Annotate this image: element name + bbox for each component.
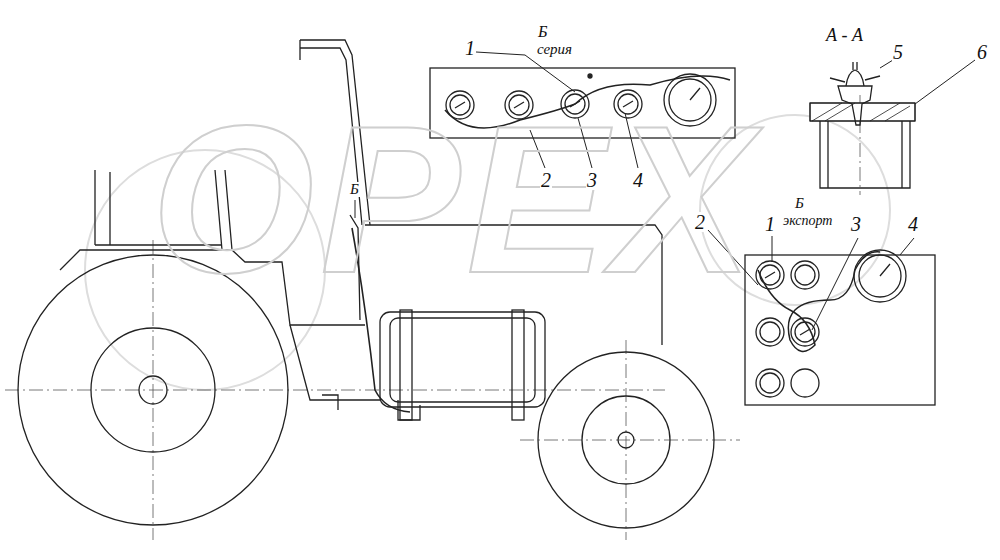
variant-note: экспорт (782, 214, 833, 228)
callout-number: 3 (850, 214, 862, 234)
callout-number: 6 (976, 42, 988, 62)
sender-section (810, 60, 975, 188)
callout-number: 5 (892, 42, 904, 62)
center-line (5, 95, 860, 540)
callout-number: 1 (764, 214, 776, 234)
section-title: А - А (825, 26, 864, 44)
callout-number: 4 (907, 214, 919, 234)
callout-number: 2 (694, 212, 706, 232)
watermark: OPEX (150, 95, 760, 305)
callout-number: 4 (632, 170, 644, 190)
callout-number: 3 (586, 170, 598, 190)
view-letter: Б (794, 196, 805, 211)
fuel-tank (380, 310, 545, 420)
view-letter: Б (349, 182, 360, 197)
variant-note: серия (536, 42, 573, 57)
view-letter: Б (537, 24, 548, 40)
callout-number: 2 (540, 170, 552, 190)
front-wheel (538, 352, 714, 528)
callout-number: 1 (464, 38, 476, 58)
